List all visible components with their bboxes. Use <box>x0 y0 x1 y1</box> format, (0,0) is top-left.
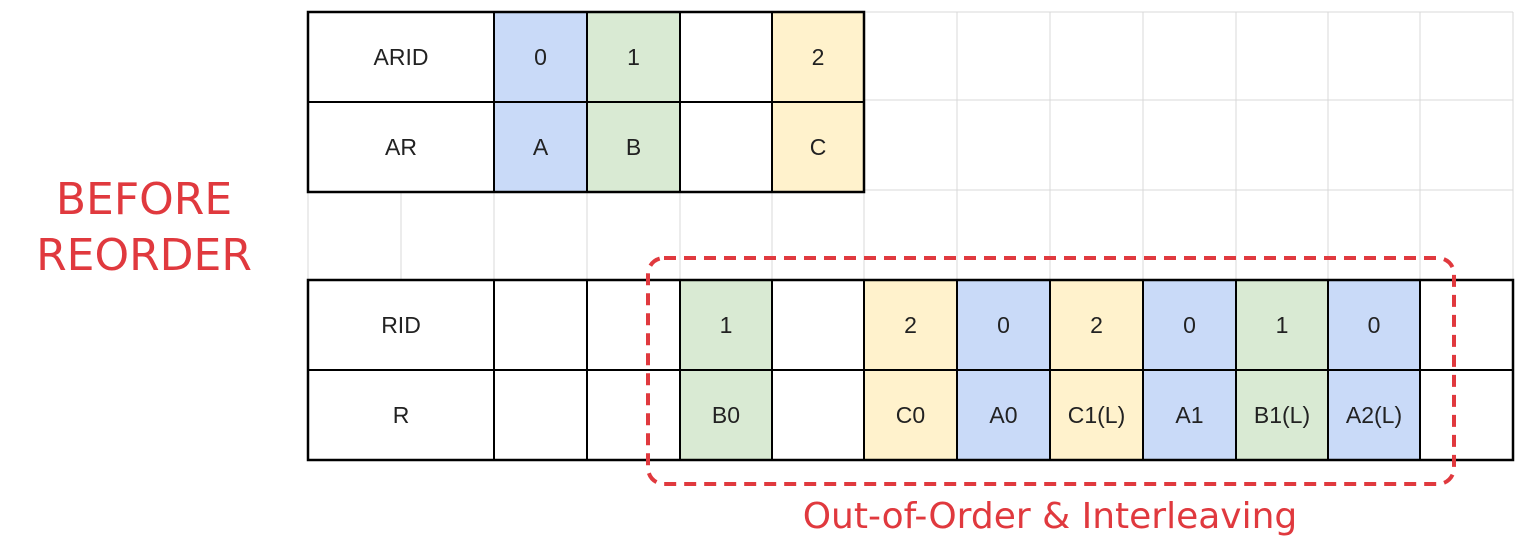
r-cell-text-1-2: B0 <box>712 402 740 428</box>
ar-cell-1-1 <box>586 101 681 193</box>
r-cell-0-10 <box>1419 279 1514 371</box>
before-reorder-label: BEFORE REORDER <box>0 172 288 284</box>
ar-row-label-1: AR <box>385 134 417 160</box>
r-cell-1-10 <box>1419 369 1514 461</box>
title-line-2: REORDER <box>36 230 252 281</box>
r-cell-text-1-8: B1(L) <box>1254 402 1310 428</box>
ar-cell-1-0 <box>493 101 588 193</box>
r-cell-text-1-6: C1(L) <box>1068 402 1126 428</box>
ar-cell-text-0-3: 2 <box>812 44 825 70</box>
r-cell-text-1-4: C0 <box>896 402 925 428</box>
r-cell-1-0 <box>493 369 588 461</box>
r-cell-text-1-7: A1 <box>1175 402 1203 428</box>
title-line-1: BEFORE <box>55 174 233 225</box>
r-cell-0-0 <box>493 279 588 371</box>
r-cell-1-6 <box>1049 369 1144 461</box>
r-cell-text-1-9: A2(L) <box>1346 402 1402 428</box>
ar-table-border <box>306 10 866 194</box>
address-channel-table: ARID 0 1 2AR A B C <box>306 10 866 194</box>
read-channel-table: RID 1 2 0 2 0 1 0R B0 C0 A0 C1(L) A1 B1(L) A2(L) <box>306 278 1515 462</box>
r-cell-0-3 <box>771 279 865 371</box>
out-of-order-caption: Out-of-Order & Interleaving <box>802 496 1298 537</box>
ar-cell-text-0-0: 0 <box>534 44 547 70</box>
ar-cell-0-1 <box>586 11 681 103</box>
ar-cell-text-1-3: C <box>810 134 827 160</box>
r-row-label-0: RID <box>381 312 421 338</box>
r-cell-text-0-7: 0 <box>1183 312 1196 338</box>
ar-cell-0-2 <box>679 11 773 103</box>
r-cell-1-5 <box>956 369 1051 461</box>
r-cell-text-1-5: A0 <box>989 402 1017 428</box>
r-cell-text-0-6: 2 <box>1090 312 1103 338</box>
r-cell-1-7 <box>1142 369 1237 461</box>
r-row-label-1: R <box>393 402 410 428</box>
r-cell-text-0-9: 0 <box>1368 312 1381 338</box>
r-cell-0-8 <box>1235 279 1329 371</box>
r-cell-1-2 <box>679 369 773 461</box>
out-of-order-highlight <box>646 256 1456 486</box>
r-cell-1-3 <box>771 369 865 461</box>
ar-cell-text-1-1: B <box>626 134 641 160</box>
r-cell-0-5 <box>956 279 1051 371</box>
ar-cell-text-0-1: 1 <box>627 44 640 70</box>
r-table-border <box>306 278 1515 462</box>
r-cell-1-8 <box>1235 369 1329 461</box>
ar-cell-1-2 <box>679 101 773 193</box>
r-cell-1-1 <box>586 369 681 461</box>
r-cell-0-1 <box>586 279 681 371</box>
ar-cell-0-3 <box>771 11 865 103</box>
ar-row-label-0: ARID <box>374 44 429 70</box>
r-cell-text-0-2: 1 <box>720 312 733 338</box>
r-cell-text-0-4: 2 <box>904 312 917 338</box>
ar-cell-0-0 <box>493 11 588 103</box>
r-cell-1-9 <box>1327 369 1421 461</box>
r-cell-text-0-8: 1 <box>1276 312 1289 338</box>
ar-label-cell-1 <box>307 101 495 193</box>
out-of-order-dashed-box <box>646 256 1456 486</box>
r-cell-text-0-5: 0 <box>997 312 1010 338</box>
ar-cell-text-1-0: A <box>533 134 549 160</box>
